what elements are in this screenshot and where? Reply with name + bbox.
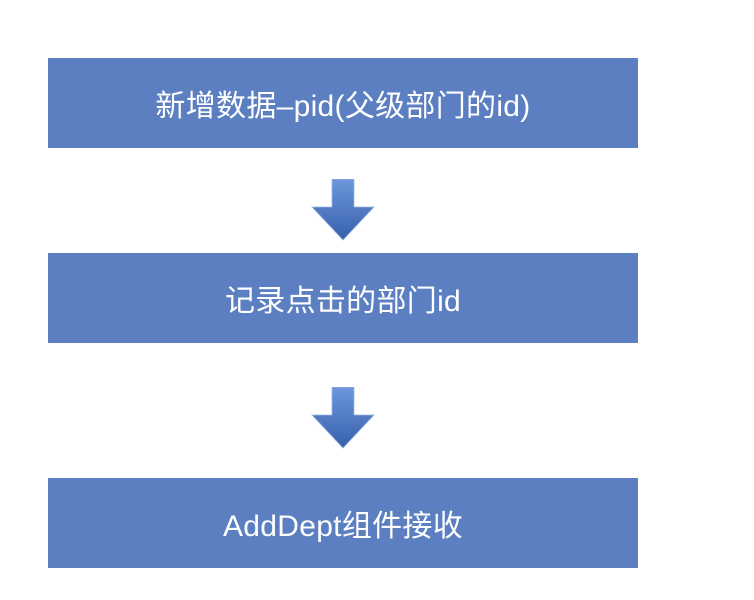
flow-step-label: 记录点击的部门id [224,285,462,318]
flow-step-adddept-receive: AddDept组件接收 [48,478,638,568]
flow-step-record-dept-id: 记录点击的部门id [48,253,638,343]
flow-step-add-data: 新增数据–pid(父级部门的id) [48,58,638,148]
flow-step-label: 新增数据–pid(父级部门的id) [155,90,531,123]
down-arrow-icon [311,179,375,241]
flow-step-label: AddDept组件接收 [222,510,464,543]
down-arrow-icon [311,387,375,449]
